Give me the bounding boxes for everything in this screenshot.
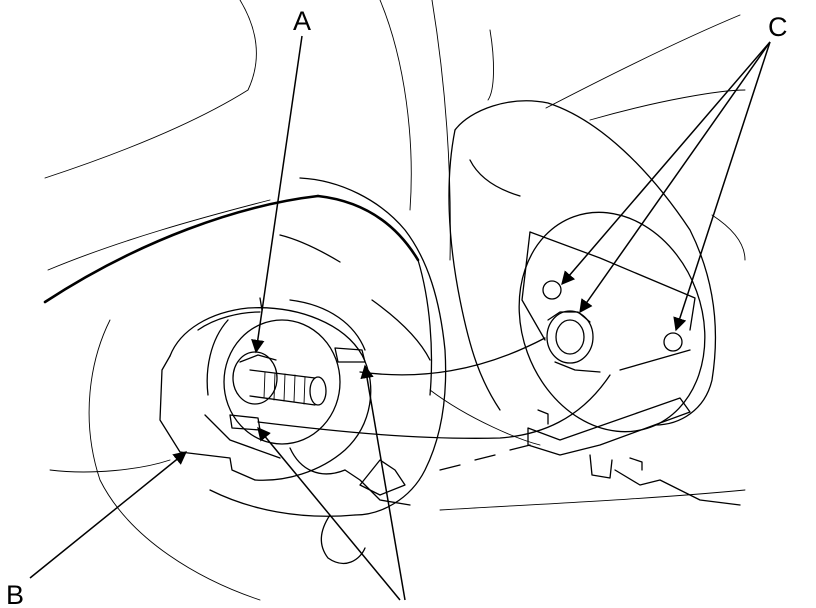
leader-pin-right bbox=[360, 364, 406, 601]
steering-shaft bbox=[232, 351, 327, 406]
leader-a bbox=[251, 35, 303, 354]
cable-reel bbox=[159, 297, 372, 481]
leader-c-1 bbox=[561, 41, 771, 286]
callout-a: A bbox=[293, 6, 311, 36]
callout-c: C bbox=[768, 12, 788, 42]
dashboard-contours bbox=[44, 0, 746, 601]
leader-c-3 bbox=[673, 41, 771, 332]
alignment-pins bbox=[229, 347, 366, 431]
upper-column-cover bbox=[448, 100, 717, 426]
leader-c-2 bbox=[579, 41, 771, 314]
callout-b: B bbox=[6, 580, 24, 608]
leader-pin-left bbox=[257, 426, 401, 601]
leader-b bbox=[29, 451, 188, 579]
wire-harness bbox=[257, 337, 741, 506]
lower-column-cover bbox=[43, 177, 447, 517]
cover-lower-tabs bbox=[320, 459, 406, 564]
callout-leaders bbox=[29, 35, 771, 601]
